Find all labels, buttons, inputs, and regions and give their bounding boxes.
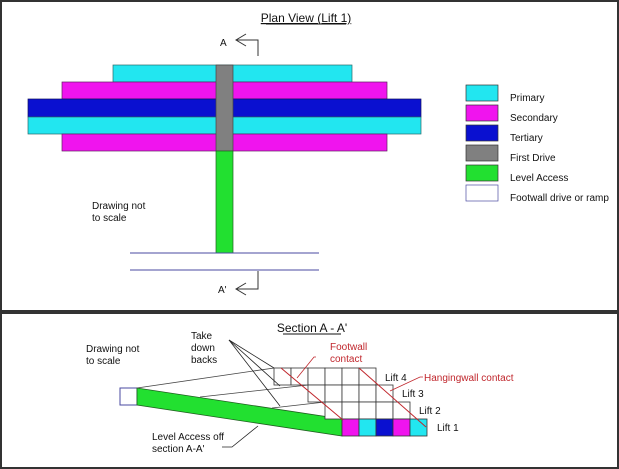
lift-3-label: Lift 3 [402,389,424,400]
take-down-backs-label: Take [191,331,213,342]
take-down-backs-label: down [191,343,215,354]
legend-item-primary: Primary [465,84,544,104]
legend-item-first-drive: First Drive [465,144,556,164]
footwall-leader [296,356,316,379]
section-marker-a-prime: A' [218,271,259,296]
svg-text:Secondary: Secondary [510,113,558,124]
level-access [215,150,234,254]
svg-text:First Drive: First Drive [510,153,556,164]
take-down-backs-leaders [228,339,281,407]
hangingwall-contact-label: Hangingwall contact [424,373,514,384]
lift-2-label: Lift 2 [419,406,441,417]
section-marker-a-prime-label: A' [218,285,227,296]
plan-panel-border [0,0,619,312]
legend-item-footwall-drive: Footwall drive or ramp [465,184,609,204]
take-down-backs-label: backs [191,355,217,366]
svg-text:Footwall drive or ramp: Footwall drive or ramp [510,193,609,204]
section-title: Section A - A' [277,321,347,335]
level-access-section-label: section A-A' [152,444,205,455]
level-access-section-label: Level Access off [152,432,224,443]
section-marker-a-label: A [220,38,227,49]
legend-item-secondary: Secondary [465,104,558,124]
section-panel-border [0,312,619,469]
plan-scale-note: to scale [92,213,127,224]
svg-text:Primary: Primary [510,93,544,104]
footwall-contact-label: contact [330,354,362,365]
footwall-contact-label: Footwall [330,342,367,353]
legend-item-level-access: Level Access [465,164,568,184]
plan-title: Plan View (Lift 1) [261,11,352,25]
svg-text:Tertiary: Tertiary [510,133,543,144]
first-drive [215,64,234,152]
lift-3-row [307,384,394,403]
level-access-leader [222,425,259,448]
lift-1-label: Lift 1 [437,423,459,434]
svg-text:Level Access: Level Access [510,173,568,184]
section-marker-a: A [220,33,259,56]
legend-item-tertiary: Tertiary [465,124,543,144]
hangingwall-contact-line [358,367,427,428]
footwall-drive-section [119,387,138,406]
take-down-back-lines [136,367,326,409]
footwall-contact-line [280,367,344,421]
legend: Primary Secondary Tertiary First Drive L… [465,84,609,204]
section-scale-note: to scale [86,356,121,367]
lift-1-row [341,418,428,437]
plan-scale-note: Drawing not [92,201,146,212]
lift-2-row [324,401,411,420]
section-scale-note: Drawing not [86,344,140,355]
lift-4-label: Lift 4 [385,373,407,384]
lift-4-row [273,367,377,386]
hangingwall-leader [389,376,423,392]
